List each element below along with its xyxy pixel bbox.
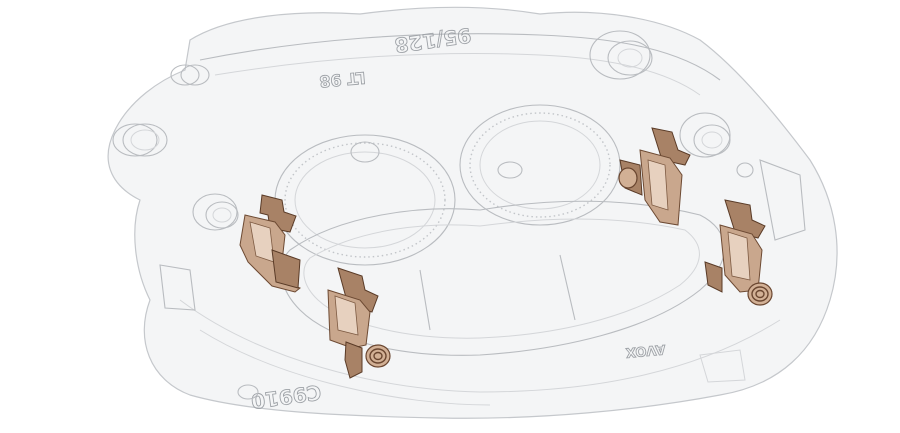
caliper-body-outline — [107, 6, 838, 419]
pad-spring-clip-lower-left — [327, 267, 391, 379]
embossed-text-left: LT 98 — [319, 68, 367, 91]
pad-spring-clip-upper-left — [239, 194, 301, 293]
pad-spring-clip-lower-right — [704, 199, 773, 306]
caliper-bridge — [199, 33, 721, 81]
right-fittings — [589, 30, 754, 178]
right-flange — [759, 159, 806, 241]
pad-spring-clip-upper-right — [618, 127, 691, 226]
right-piston-bore — [459, 104, 621, 226]
embossed-text-bottom-right: AVOX — [625, 341, 666, 359]
brake-pad-outline — [280, 200, 725, 356]
left-flange — [159, 264, 196, 311]
left-fittings — [112, 64, 239, 231]
